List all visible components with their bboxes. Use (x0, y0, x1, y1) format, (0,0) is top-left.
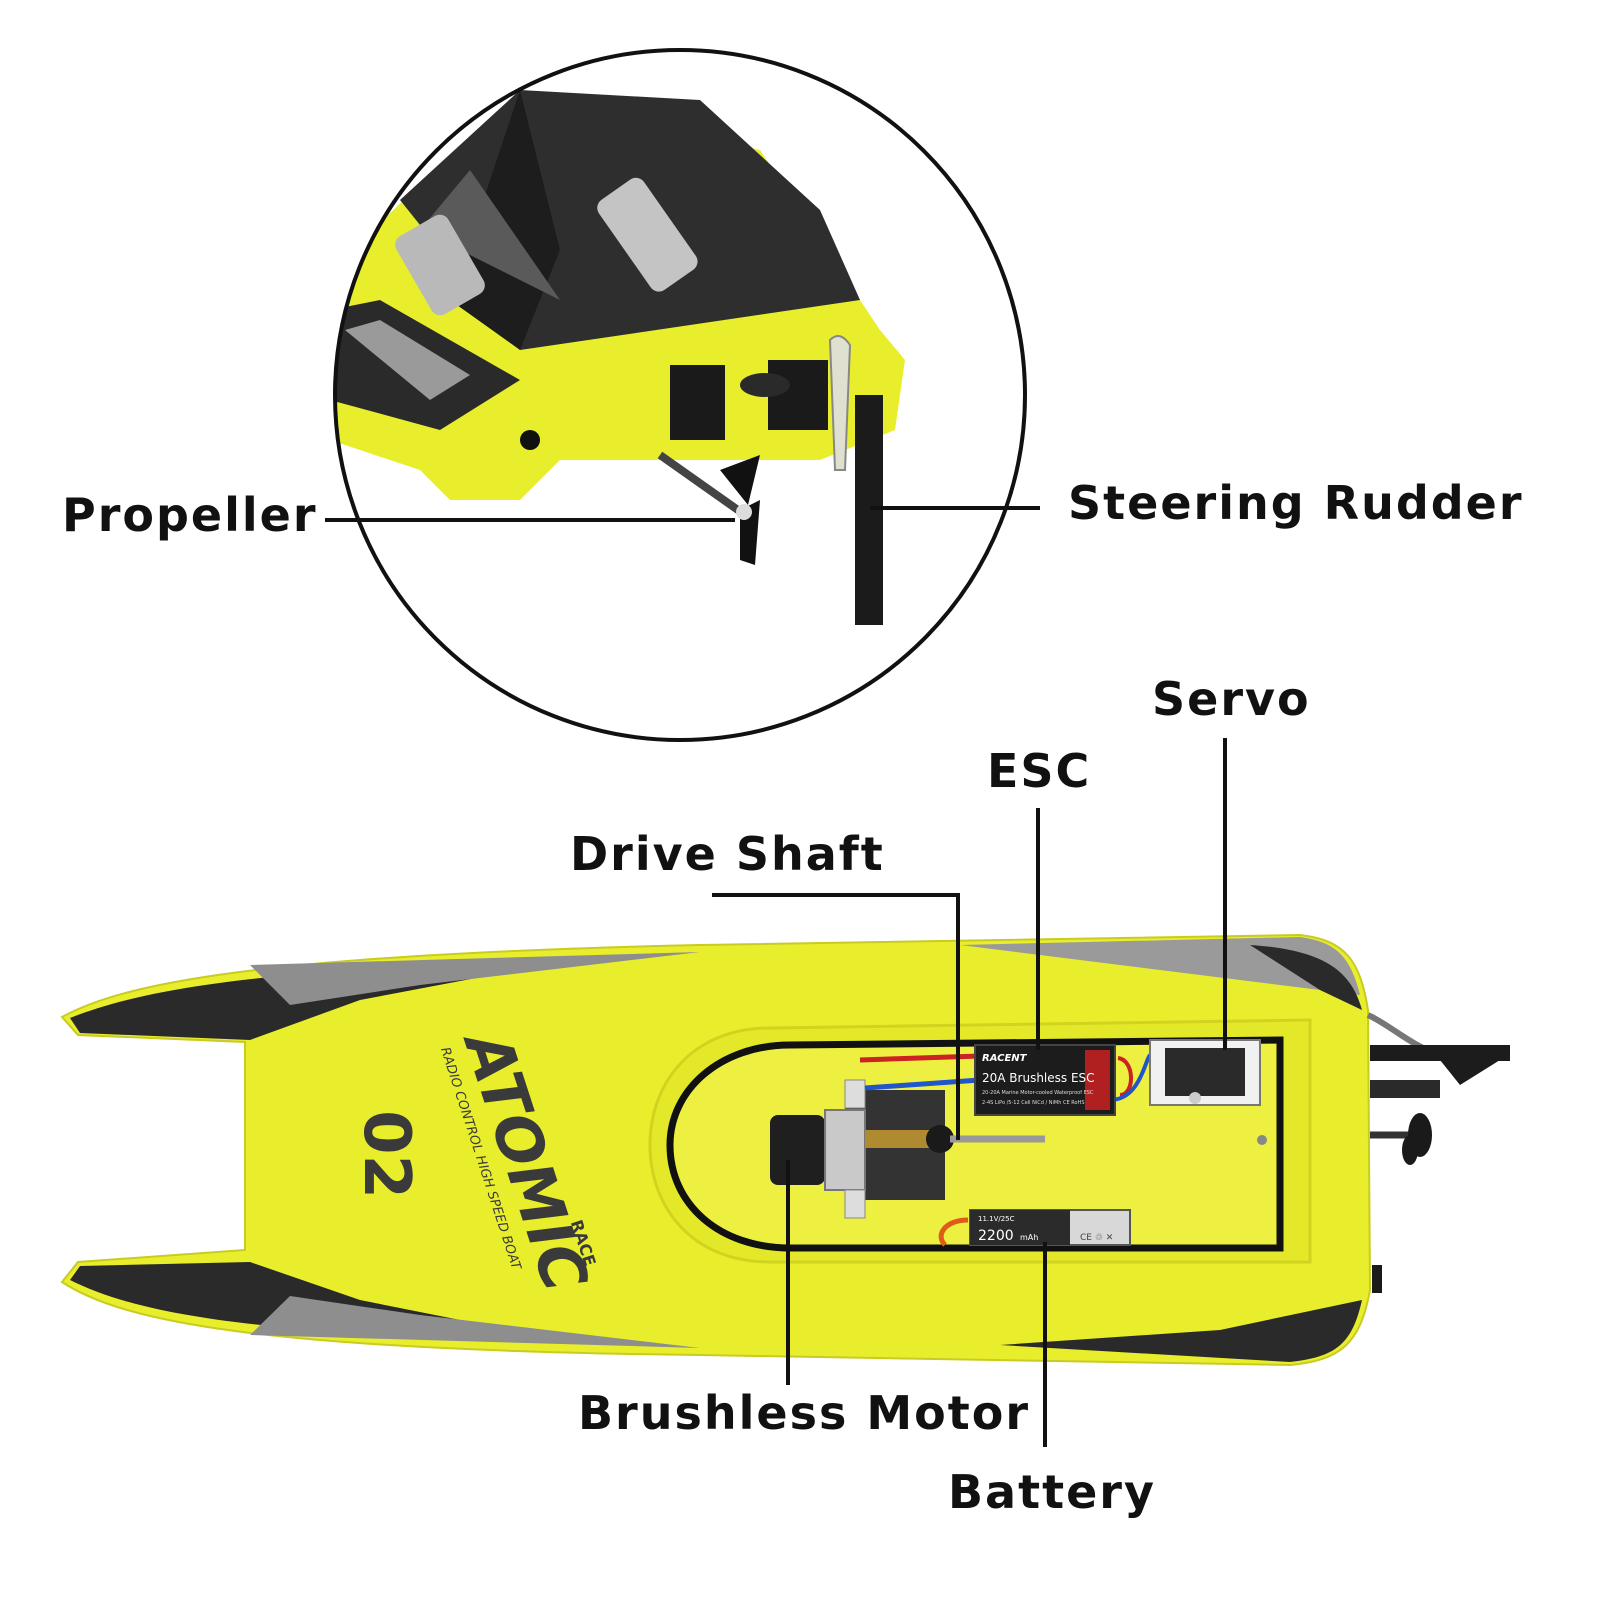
vent-right (597, 177, 698, 292)
servo-module (1149, 1039, 1261, 1106)
steering-rudder-top (1370, 1045, 1510, 1061)
propeller (720, 455, 760, 505)
label-propeller: Propeller (62, 488, 318, 542)
label-brushless-motor: Brushless Motor (578, 1386, 1031, 1440)
esc-line1: 20-20A Marine Motor-cooled Waterproof ES… (982, 1090, 1094, 1096)
label-esc: ESC (987, 744, 1092, 798)
boat-top-view: RACENT 20A Brushless ESC 20-20A Marine M… (60, 933, 1510, 1367)
hull-number: 02 (349, 1110, 423, 1199)
battery-spec: 11.1V/25C (978, 1215, 1015, 1223)
coupler (865, 1130, 935, 1148)
battery-marks: CE ♲ ✕ (1080, 1233, 1113, 1243)
brushless-motor (770, 1115, 825, 1185)
label-servo: Servo (1152, 672, 1311, 726)
battery-unit: mAh (1020, 1233, 1038, 1242)
label-steering-rudder: Steering Rudder (1068, 476, 1524, 530)
vent-left (395, 214, 485, 316)
stern-hardware (1366, 1012, 1510, 1293)
label-battery: Battery (948, 1465, 1156, 1519)
esc-logo: RACENT (982, 1053, 1028, 1064)
battery-capacity: 2200 (978, 1228, 1014, 1244)
magnifier-circle (333, 48, 1027, 742)
label-drive-shaft: Drive Shaft (570, 827, 885, 881)
leader-lines (325, 506, 1227, 1447)
magnified-stern-view (335, 50, 1025, 740)
motor-mount (670, 365, 725, 440)
battery-pack: 11.1V/25C 2200 mAh CE ♲ ✕ (938, 1209, 1131, 1247)
esc-module: RACENT 20A Brushless ESC 20-20A Marine M… (974, 1044, 1116, 1116)
esc-title: 20A Brushless ESC (982, 1071, 1095, 1085)
leader-drive-shaft (712, 893, 960, 1140)
esc-line2: 2-4S LiPo /5-12 Cell NiCd / NiMh CE RoHS (982, 1100, 1085, 1106)
hull-number-group: 02 (349, 1110, 423, 1199)
